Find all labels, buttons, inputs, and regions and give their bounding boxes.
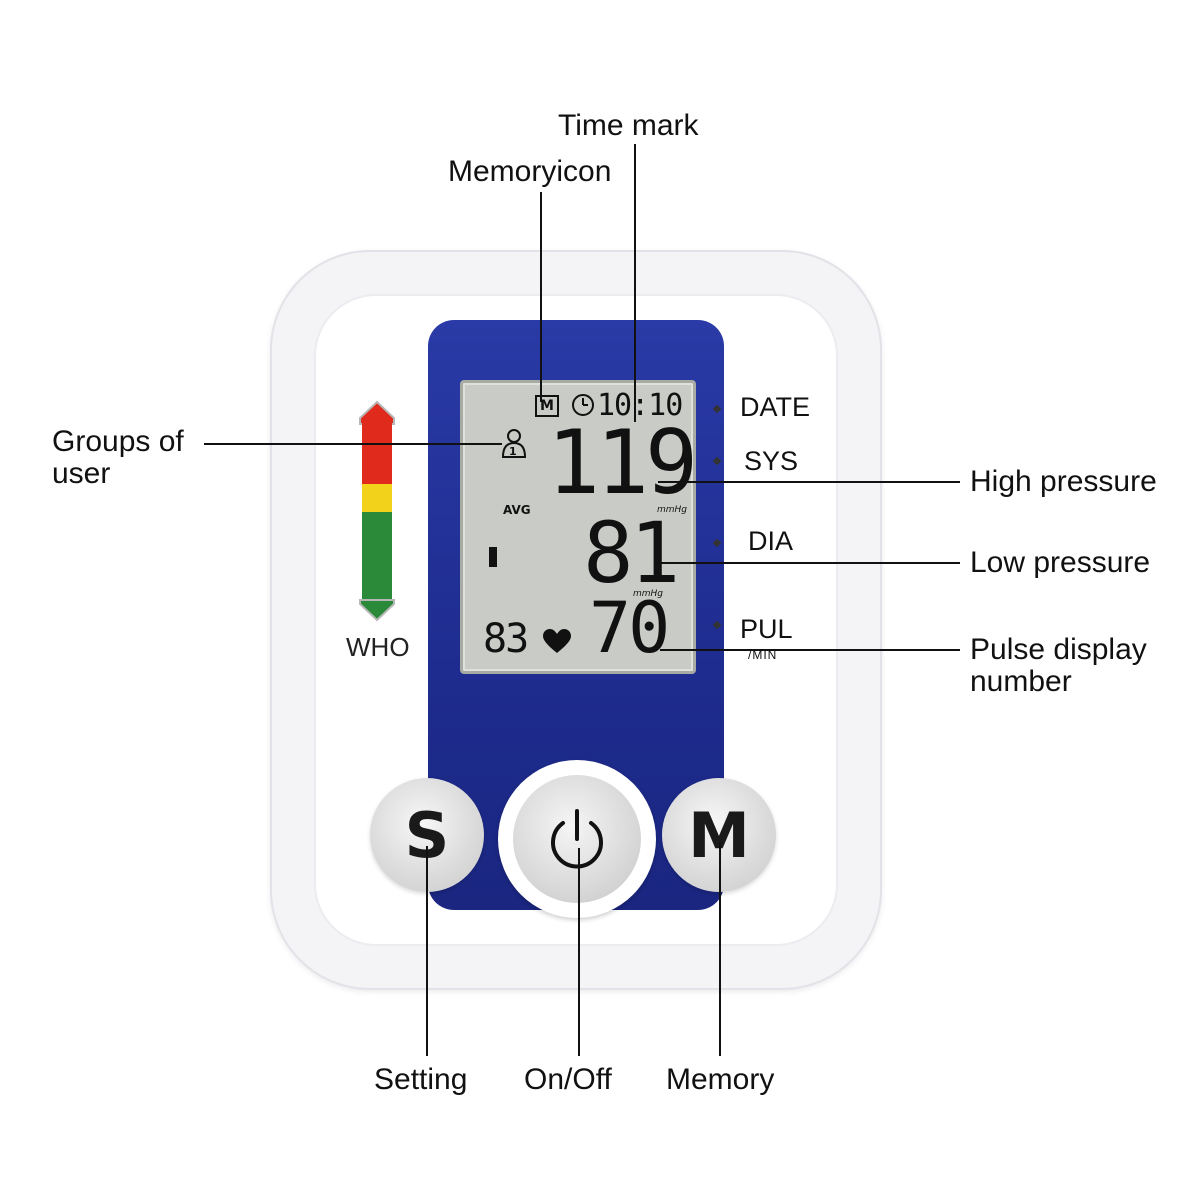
memory-icon: M xyxy=(535,395,559,417)
memory-icon-callout: Memoryicon xyxy=(448,155,612,188)
who-scale-bar xyxy=(359,400,395,622)
date-label: DATE xyxy=(740,392,811,422)
who-top-arrow xyxy=(359,400,395,425)
high-pressure-callout: High pressure xyxy=(970,465,1157,498)
who-green-zone xyxy=(362,512,392,602)
time-mark-callout: Time mark xyxy=(558,109,699,142)
low-pressure-leader xyxy=(658,562,960,564)
memory-icon-leader xyxy=(540,192,542,402)
pul-unit-label: /MIN xyxy=(748,648,778,662)
pulse-small-value: 83 xyxy=(483,616,529,662)
power-icon xyxy=(551,809,603,869)
setting-leader xyxy=(426,846,428,1056)
who-red-zone xyxy=(362,422,392,484)
pul-label: PUL xyxy=(740,614,793,644)
diastolic-unit: mmHg xyxy=(633,589,664,599)
pulse-display-callout: Pulse display number xyxy=(970,633,1147,698)
time-mark: 10:10 xyxy=(597,388,683,423)
diastolic-value: 81 xyxy=(583,504,680,602)
systolic-unit: mmHg xyxy=(657,505,688,515)
memory-leader xyxy=(719,842,721,1056)
avg-label: AVG xyxy=(503,503,531,517)
low-pressure-callout: Low pressure xyxy=(970,546,1151,579)
groups-leader xyxy=(204,443,502,445)
onoff-leader xyxy=(578,848,580,1056)
high-pressure-leader xyxy=(658,481,960,483)
systolic-value: 119 xyxy=(547,411,698,514)
pulse-value: 70 xyxy=(589,587,670,669)
heart-icon xyxy=(543,629,571,653)
who-bottom-arrow xyxy=(359,599,395,622)
pulse-leader xyxy=(660,649,960,651)
level-indicator xyxy=(489,547,497,567)
time-mark-leader xyxy=(634,144,636,422)
user-group-number: 1 xyxy=(509,445,517,458)
lcd-display: M 10:10 1 119 AVG mmHg 81 mmHg 83 70 xyxy=(460,380,698,674)
groups-of-user-callout: Groups of user xyxy=(52,425,184,490)
user-group-icon xyxy=(501,429,527,458)
who-label: WHO xyxy=(346,632,410,662)
dia-label: DIA xyxy=(748,526,794,556)
memory-callout: Memory xyxy=(666,1063,775,1096)
sys-label: SYS xyxy=(744,446,799,476)
onoff-callout: On/Off xyxy=(524,1063,612,1096)
setting-callout: Setting xyxy=(374,1063,468,1096)
who-yellow-zone xyxy=(362,484,392,512)
power-button[interactable] xyxy=(513,775,641,903)
clock-icon xyxy=(572,394,594,416)
